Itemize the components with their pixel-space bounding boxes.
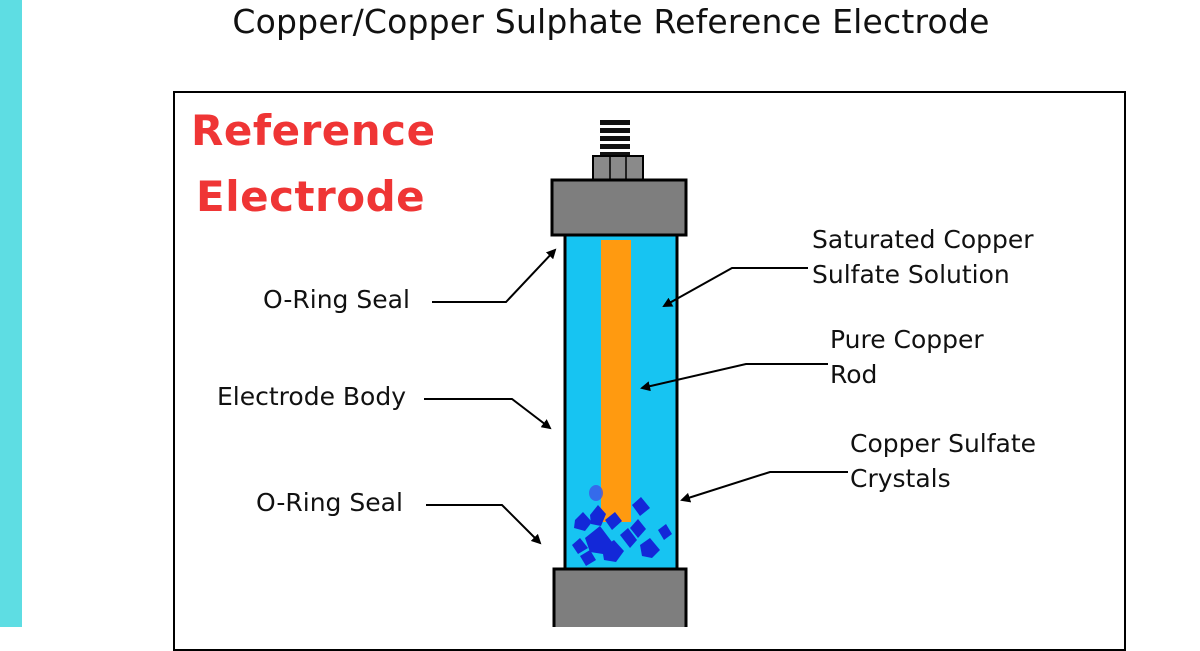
leader-o-ring-top	[432, 248, 557, 303]
terminal-thread	[600, 120, 630, 156]
leader-electrode-body	[424, 398, 552, 430]
copper-rod	[601, 240, 631, 522]
label-rod-line1: Pure Copper	[830, 325, 984, 354]
label-o-ring-bottom: O-Ring Seal	[256, 488, 403, 517]
electrode-diagram	[424, 120, 848, 627]
terminal-nut	[592, 155, 644, 181]
label-crystals-line2: Crystals	[850, 464, 951, 493]
top-cap	[550, 178, 688, 237]
leader-o-ring-bottom	[426, 504, 542, 545]
label-solution-line2: Sulfate Solution	[812, 260, 1010, 289]
label-o-ring-top: O-Ring Seal	[263, 285, 410, 314]
crystal-highlight	[589, 485, 603, 501]
label-crystals-line1: Copper Sulfate	[850, 429, 1037, 458]
page-title: Copper/Copper Sulphate Reference Electro…	[232, 2, 990, 41]
leader-rod	[640, 363, 828, 392]
leader-crystals	[680, 471, 848, 503]
copper-sulfate-crystals	[572, 497, 672, 566]
heading-reference: Reference	[191, 106, 436, 155]
bottom-cap	[552, 567, 688, 627]
heading-electrode: Electrode	[196, 172, 426, 221]
label-solution-line1: Saturated Copper	[812, 225, 1034, 254]
label-electrode-body: Electrode Body	[217, 382, 407, 411]
leader-solution	[662, 267, 808, 307]
accent-side-bar	[0, 0, 22, 627]
label-rod-line2: Rod	[830, 360, 878, 389]
